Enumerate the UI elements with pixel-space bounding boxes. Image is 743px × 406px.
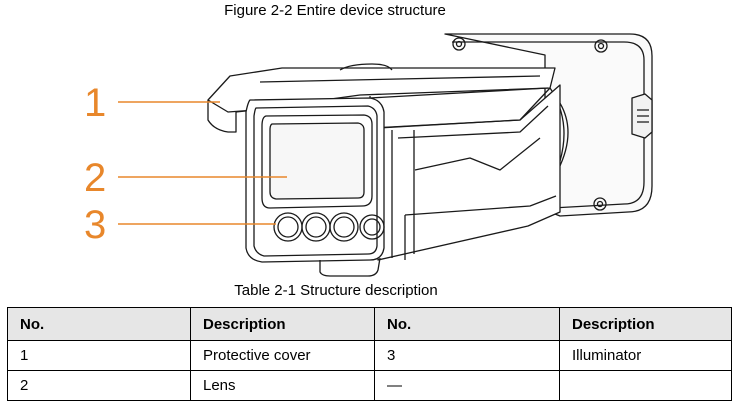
table-cell: Illuminator: [559, 340, 732, 371]
header-no: No.: [374, 307, 560, 341]
callout-lines: [118, 101, 287, 225]
structure-table: No. Description No. Description 1 Protec…: [7, 307, 732, 401]
camera-illustration: 1 2 3: [84, 33, 653, 277]
figure-caption: Figure 2-2 Entire device structure: [224, 2, 446, 19]
table-cell: Lens: [190, 370, 375, 401]
callout-3: 3: [84, 203, 106, 247]
header-description: Description: [559, 307, 732, 341]
header-description: Description: [190, 307, 375, 341]
table-row: 1 Protective cover 3 Illuminator: [7, 340, 732, 371]
callout-1: 1: [84, 81, 106, 125]
table-caption: Table 2-1 Structure description: [234, 282, 438, 299]
callout-2: 2: [84, 156, 106, 200]
table-cell: 1: [7, 340, 191, 371]
device-structure-figure: 1 2 3: [0, 20, 743, 280]
table-cell: Protective cover: [190, 340, 375, 371]
table-row: 2 Lens —: [7, 370, 732, 401]
table-cell: [559, 370, 732, 401]
table-cell: —: [374, 370, 560, 401]
front-panel: [245, 97, 385, 277]
table-cell: 2: [7, 370, 191, 401]
housing-body: [377, 84, 561, 261]
header-no: No.: [7, 307, 191, 341]
table-header-row: No. Description No. Description: [7, 307, 732, 341]
table-cell: 3: [374, 340, 560, 371]
